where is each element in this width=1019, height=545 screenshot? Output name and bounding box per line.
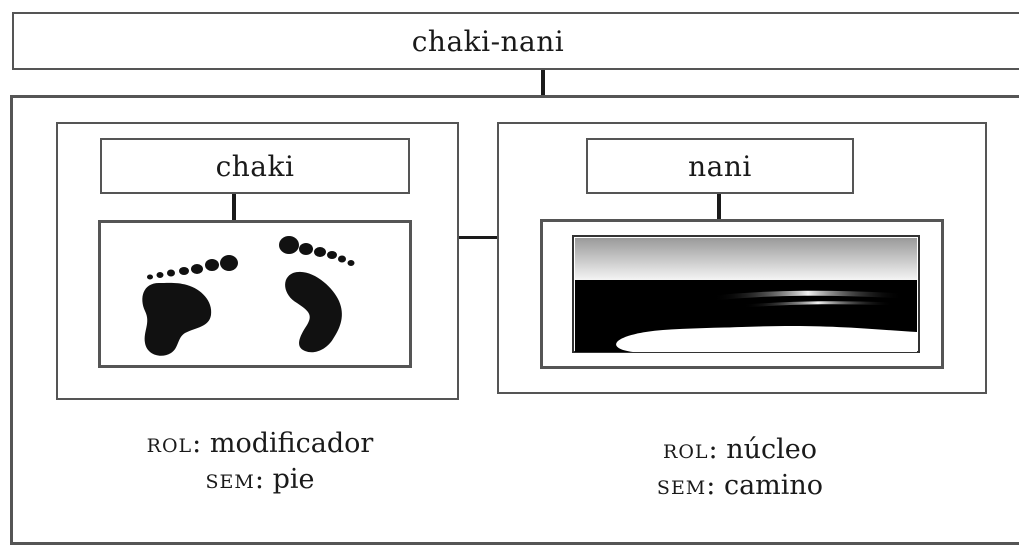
right-sem-value: camino: [723, 470, 824, 501]
left-word-connector: [232, 194, 236, 221]
right-word: nani: [688, 149, 752, 183]
left-word-box: chaki: [100, 138, 410, 194]
left-sem-value: pie: [272, 464, 315, 495]
left-word: chaki: [215, 149, 295, 183]
road-icon: [572, 235, 920, 353]
compound-connector: [541, 70, 545, 98]
right-image-frame: [540, 219, 944, 369]
compound-word: chaki-nani: [411, 24, 565, 58]
compound-word-box: chaki-nani: [12, 12, 1019, 70]
right-rol-key: rol: [663, 434, 709, 465]
footprints-icon: [142, 236, 355, 356]
left-sem-line: sem: pie: [205, 464, 315, 495]
right-caption: rol: núcleo sem: camino: [555, 432, 925, 504]
right-rol-line: rol: núcleo: [663, 434, 817, 465]
left-image-frame: [98, 220, 412, 368]
right-rol-value: núcleo: [726, 434, 817, 465]
right-sem-line: sem: camino: [656, 470, 824, 501]
right-sem-key: sem: [656, 470, 707, 501]
right-word-connector: [717, 194, 721, 221]
left-rol-line: rol: modificador: [146, 428, 374, 459]
left-caption: rol: modificador sem: pie: [60, 426, 460, 498]
left-sem-key: sem: [205, 464, 255, 495]
left-rol-value: modificador: [209, 428, 374, 459]
right-word-box: nani: [586, 138, 854, 194]
components-connector: [459, 236, 498, 239]
left-rol-key: rol: [146, 428, 193, 459]
